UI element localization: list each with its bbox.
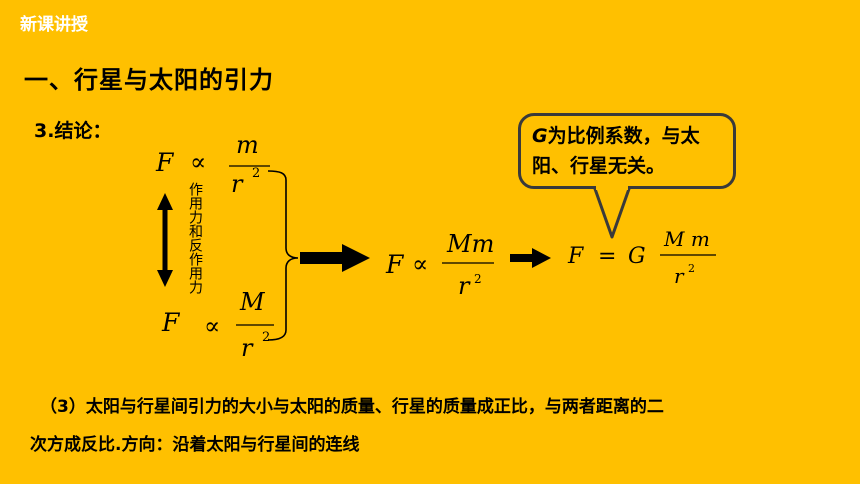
formula3-lhs: F xyxy=(386,250,404,279)
formula2-denominator: r xyxy=(241,334,253,362)
double-arrow-icon xyxy=(157,193,173,287)
formula2-numerator: M xyxy=(240,288,265,316)
action-reaction-label: 作用力和反作用力 xyxy=(187,182,203,294)
section-tag: 新课讲授 xyxy=(20,15,88,35)
conclusion-label: 3.结论： xyxy=(34,120,112,142)
formula1-exponent: 2 xyxy=(252,166,261,181)
formula1-prop: ∝ xyxy=(190,148,207,176)
conclusion-line-1: （3）太阳与行星间引力的大小与太阳的质量、行星的质量成正比，与两者距离的二 xyxy=(40,397,664,417)
bubble-g: G xyxy=(532,125,548,147)
formula3-exponent: 2 xyxy=(474,272,482,286)
bracket-icon xyxy=(267,170,299,341)
bubble-tail-cover xyxy=(596,184,628,190)
small-right-arrow-icon xyxy=(510,248,551,268)
bubble-message: 为比例系数，与太阳、行星无关。 xyxy=(532,125,700,177)
formula4-lhs: F xyxy=(568,244,584,269)
slide-title: 一、行星与太阳的引力 xyxy=(24,66,274,94)
bubble-text: G为比例系数，与太阳、行星无关。 xyxy=(532,121,732,181)
formula4-equals: = xyxy=(598,244,617,269)
formula1-lhs: F xyxy=(156,148,174,177)
conclusion-paragraph: （3）太阳与行星间引力的大小与太阳的质量、行星的质量成正比，与两者距离的二 次方… xyxy=(30,388,840,464)
formula1-denominator: r xyxy=(231,170,243,198)
formula4-exponent: 2 xyxy=(688,262,695,275)
formula2-prop: ∝ xyxy=(204,312,221,340)
formula4-denominator: r xyxy=(674,264,684,288)
formula3-numerator: Mm xyxy=(447,230,495,258)
formula2-exponent: 2 xyxy=(262,330,271,345)
formula4-g: G xyxy=(628,244,646,269)
formula2-lhs: F xyxy=(162,308,180,337)
formula1-numerator: m xyxy=(236,131,259,159)
conclusion-line-2: 次方成反比.方向：沿着太阳与行星间的连线 xyxy=(30,435,360,455)
formula3-prop: ∝ xyxy=(412,250,429,278)
header-bar: 新课讲授 xyxy=(0,0,860,44)
formula4-numerator: M m xyxy=(664,227,710,251)
formula3-denominator: r xyxy=(458,272,470,300)
big-right-arrow-icon xyxy=(300,244,370,272)
bubble-tail xyxy=(592,184,632,239)
